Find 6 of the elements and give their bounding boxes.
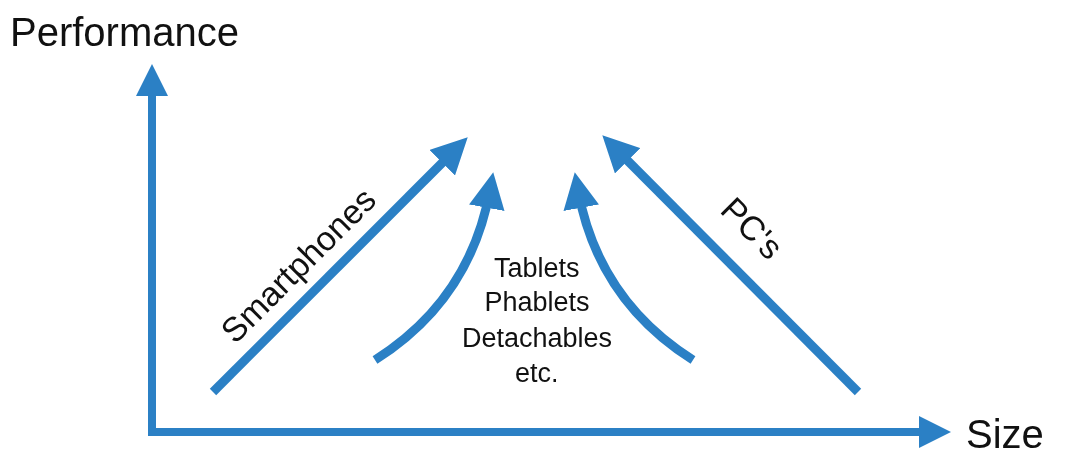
category-label: Tablets bbox=[494, 254, 580, 282]
category-label: etc. bbox=[515, 359, 559, 387]
axis-title: Size bbox=[966, 414, 1044, 451]
category-label: Detachables bbox=[462, 324, 613, 352]
axis-title: Performance bbox=[10, 12, 239, 52]
category-label: Phablets bbox=[484, 288, 590, 316]
